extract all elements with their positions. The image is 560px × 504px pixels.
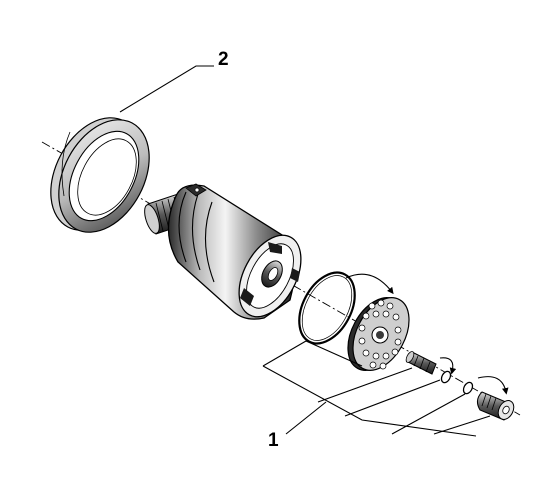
spray-plate (347, 297, 410, 371)
valve-body (167, 183, 302, 320)
o-ring (298, 271, 356, 345)
jet-pin (405, 351, 437, 375)
spray-nozzles (358, 299, 402, 370)
small-washer-a (440, 370, 452, 384)
callout-1-leader (262, 340, 491, 437)
callout-2-leader (119, 65, 214, 113)
callout-label-2: 2 (218, 49, 229, 70)
rotation-arrow-plate (345, 273, 394, 295)
cover-ring (50, 117, 150, 233)
rotation-arrow-pin (439, 357, 457, 375)
rotation-arrow-cap (477, 376, 509, 395)
callout-label-1: 1 (268, 430, 279, 451)
end-cap (476, 391, 515, 421)
small-washer-b (462, 381, 474, 395)
